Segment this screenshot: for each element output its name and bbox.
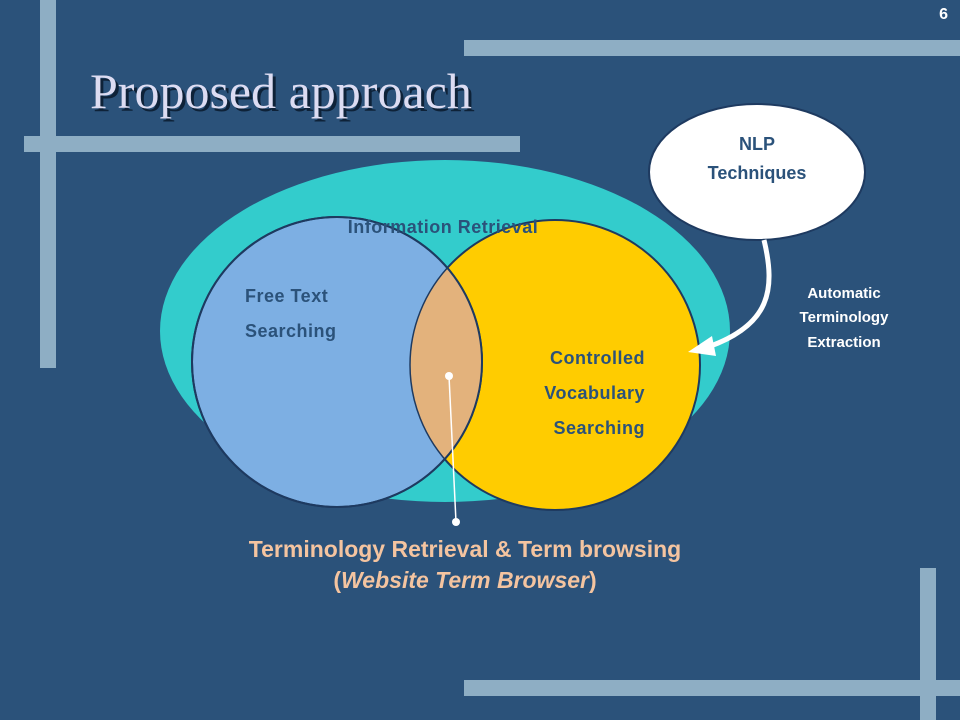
nlp-label-line2: Techniques	[708, 163, 807, 183]
caption-website-term-browser: Website Term Browser	[341, 567, 589, 593]
accent-bar-top-right-horizontal	[464, 40, 960, 56]
caption-line2: (Website Term Browser)	[150, 565, 780, 596]
arrow-label-line2: Terminology	[800, 309, 890, 326]
free-text-label-line2: Searching	[245, 321, 337, 341]
extraction-arrow	[707, 239, 772, 350]
arrow-label-line3: Extraction	[807, 334, 880, 351]
slide-number: 6	[939, 6, 948, 23]
nlp-techniques-bubble	[648, 103, 866, 241]
controlled-label-line1: Controlled	[550, 348, 645, 368]
overlap-pointer-line	[448, 375, 457, 523]
free-text-label-line1: Free Text	[245, 286, 328, 306]
free-text-circle-outline	[191, 216, 483, 508]
overlap-pointer-dot	[445, 372, 453, 380]
controlled-vocabulary-circle-outline	[409, 219, 482, 507]
controlled-label-line3: Searching	[553, 418, 645, 438]
caption-paren-close: )	[588, 567, 597, 593]
accent-bar-bottom-horizontal	[464, 680, 960, 696]
controlled-label-line2: Vocabulary	[544, 383, 645, 403]
slide-title: Proposed approach	[90, 63, 472, 119]
caption-paren-open: (	[333, 567, 342, 593]
accent-bar-under-title	[24, 136, 520, 152]
information-retrieval-label: Information Retrieval	[348, 217, 539, 237]
caption: Terminology Retrieval & Term browsing (W…	[150, 534, 780, 596]
arrow-label-line1: Automatic	[807, 285, 880, 302]
accent-bar-left-vertical	[40, 0, 56, 368]
caption-pointer-dot	[452, 518, 460, 526]
extraction-arrowhead-icon	[688, 336, 716, 356]
caption-line1: Terminology Retrieval & Term browsing	[248, 536, 682, 562]
nlp-label-line1: NLP	[739, 134, 775, 154]
